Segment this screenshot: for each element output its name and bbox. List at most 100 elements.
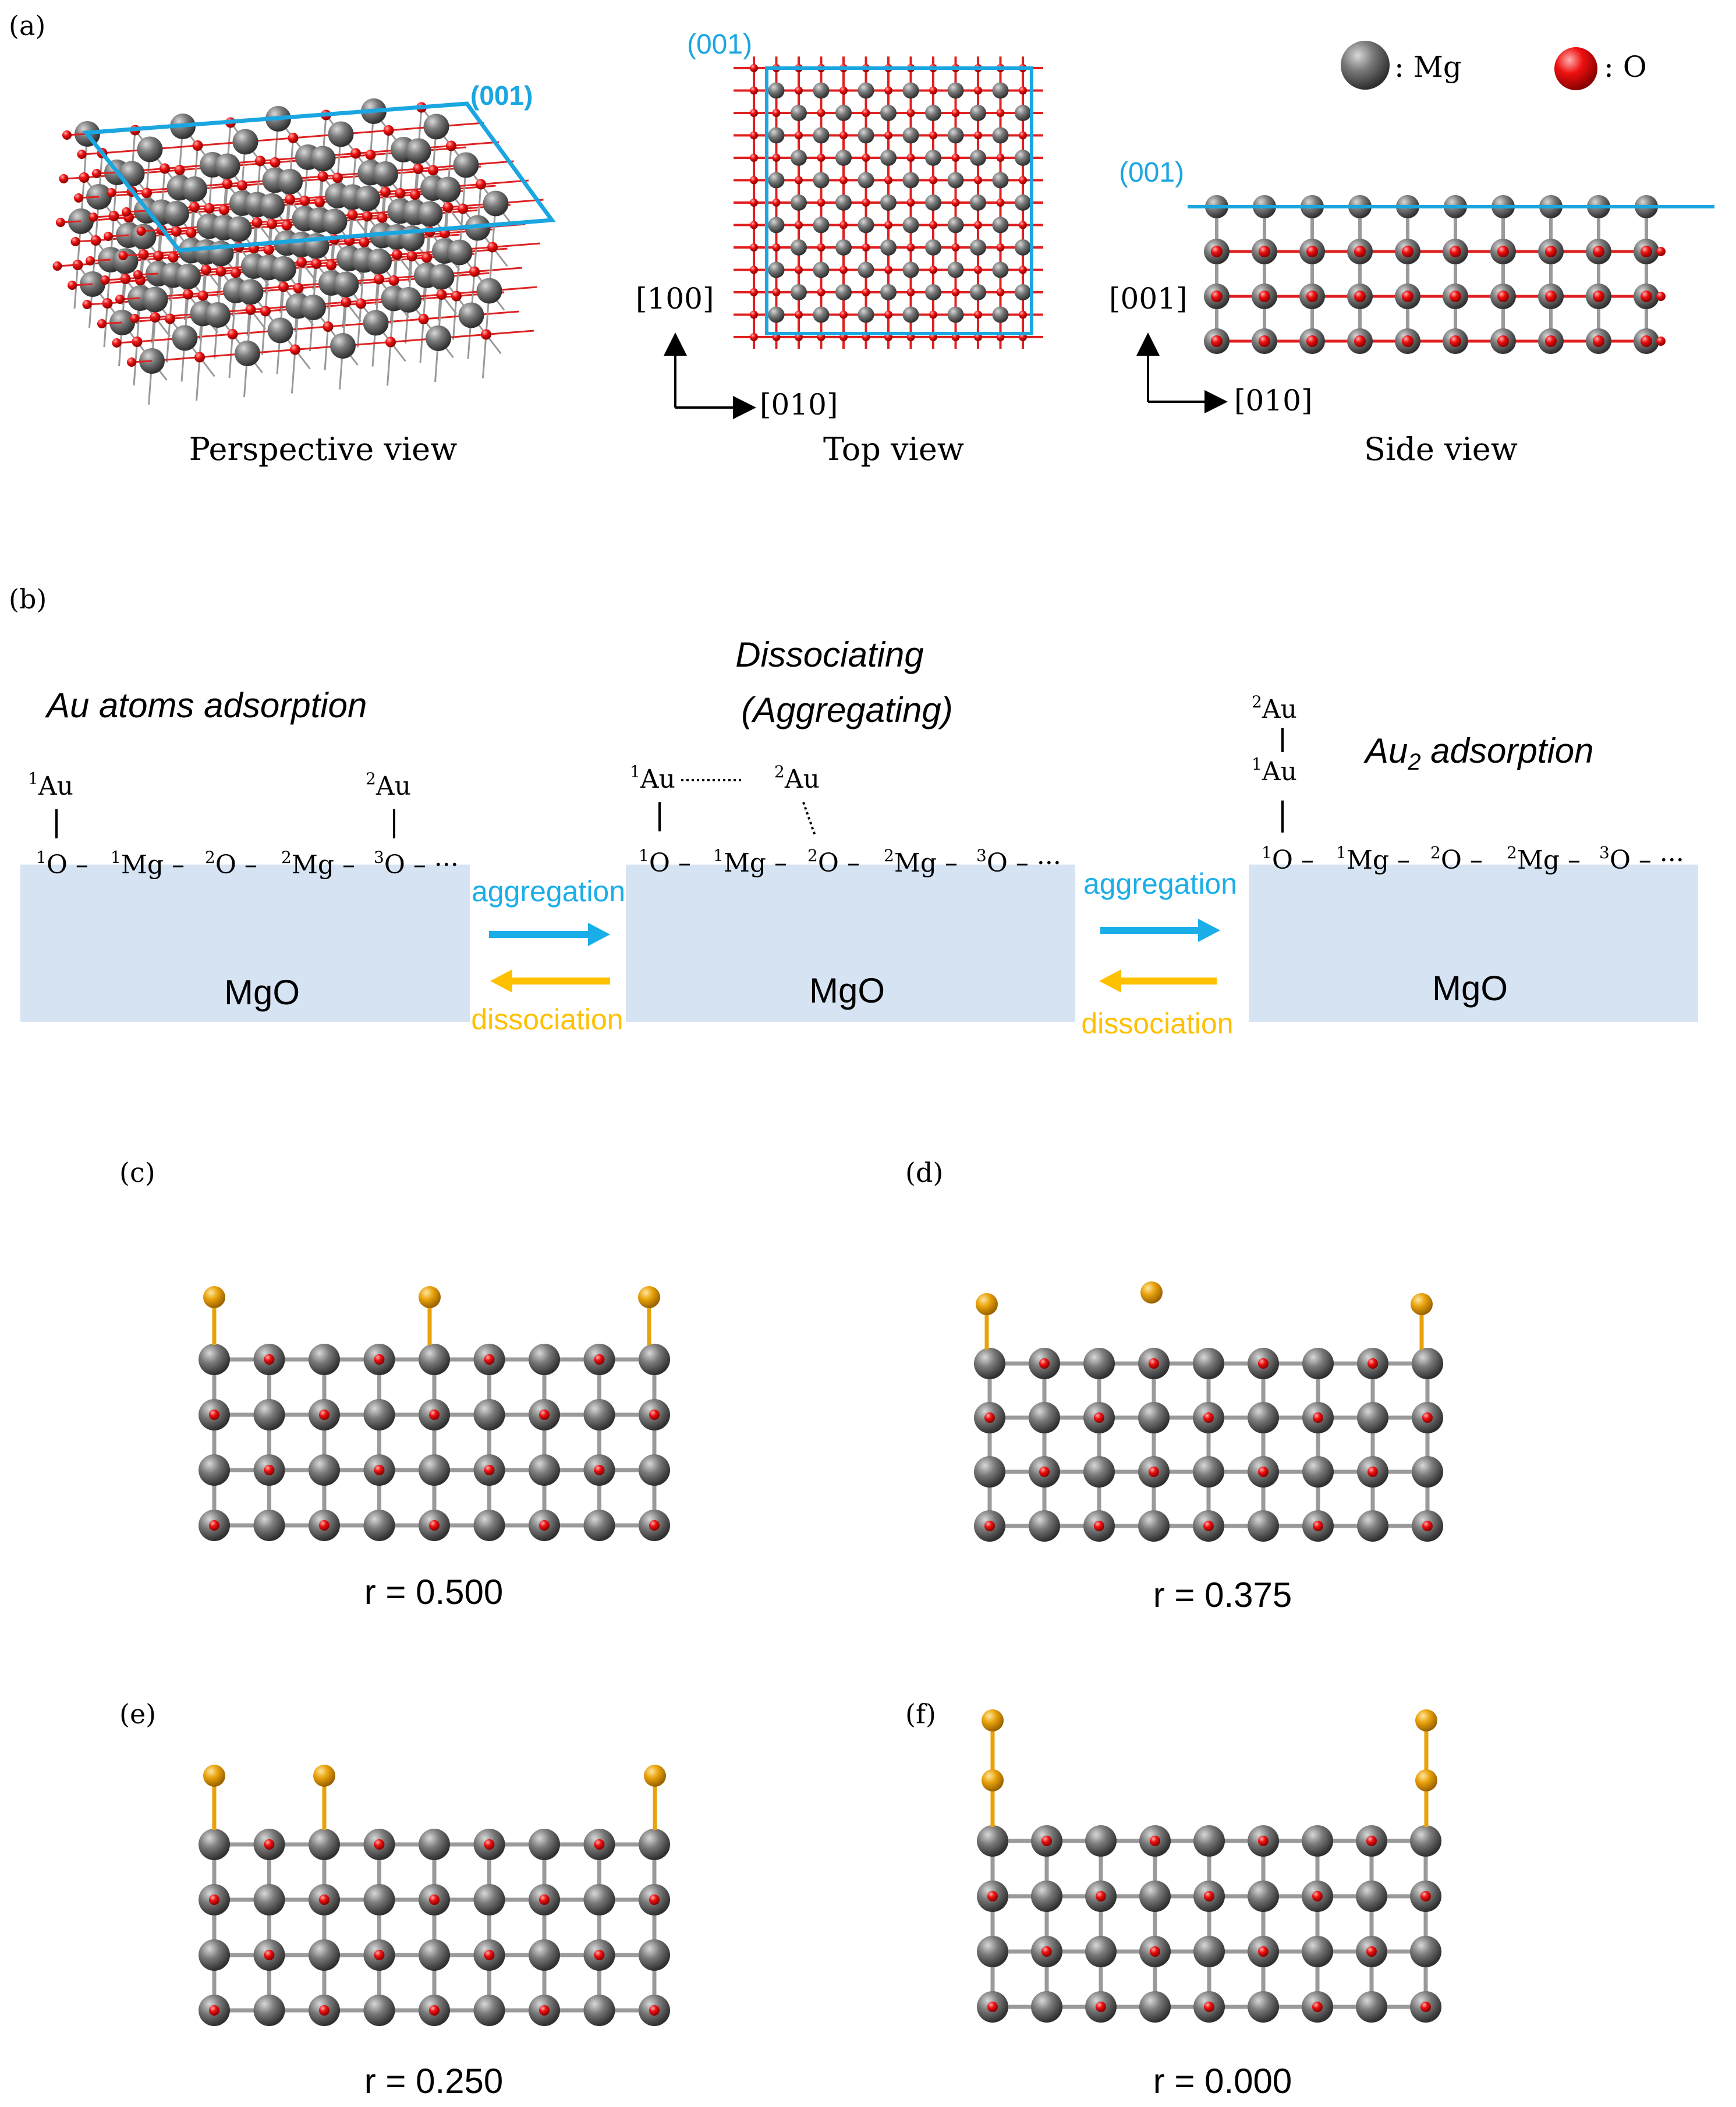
o-atom xyxy=(750,109,758,117)
mg-atom xyxy=(992,127,1009,144)
panel-label-e: (e) xyxy=(119,1698,156,1730)
o-atom xyxy=(88,213,98,222)
o-atom xyxy=(1641,335,1652,347)
o-atom xyxy=(1259,246,1270,257)
bond xyxy=(228,334,233,378)
panel-label-a: (a) xyxy=(9,10,45,41)
o-atom xyxy=(750,243,758,252)
mg-atom xyxy=(925,194,941,211)
mg-atom xyxy=(182,176,207,202)
bond xyxy=(486,330,534,335)
mg-atom xyxy=(267,317,293,344)
o-atom xyxy=(484,1950,495,1960)
mg-atom xyxy=(119,161,145,187)
legend-mg-label: : Mg xyxy=(1394,50,1462,84)
o-atom xyxy=(1402,291,1413,302)
o-atom xyxy=(1545,291,1557,302)
o-atom xyxy=(1203,1412,1214,1423)
o-atom xyxy=(92,169,101,178)
mg-atom xyxy=(417,201,443,227)
mgo-substrate-3 xyxy=(1249,865,1698,1022)
mg-atom xyxy=(1031,1991,1062,2023)
o-atom xyxy=(929,86,937,95)
o-atom xyxy=(1019,131,1027,140)
svg-text:1Au: 1Au xyxy=(630,762,675,794)
o-atom xyxy=(194,352,205,363)
o-atom xyxy=(1149,1467,1159,1477)
mg-atom xyxy=(529,1344,560,1375)
o-atom xyxy=(1593,335,1604,347)
o-atom xyxy=(1258,1946,1269,1957)
au-atom xyxy=(638,1286,660,1308)
o-atom xyxy=(795,221,803,229)
bond xyxy=(261,311,267,355)
mg-atom xyxy=(992,217,1009,233)
stage-title-au2-adsorption: Au2 adsorption xyxy=(1363,731,1594,775)
svg-text:1Au: 1Au xyxy=(28,769,73,801)
slab-r-0250 xyxy=(199,1765,670,2026)
mg-atom xyxy=(858,127,874,144)
o-atom xyxy=(974,86,982,95)
o-atom xyxy=(1420,1891,1431,1901)
mg-atom xyxy=(529,1939,560,1971)
o-atom xyxy=(118,251,128,260)
side-view-plane-label: (001) xyxy=(1119,157,1184,188)
o-atom xyxy=(750,131,758,140)
o-atom xyxy=(996,109,1005,117)
mg-atom xyxy=(355,186,380,211)
o-atom xyxy=(1096,2002,1106,2012)
dissociation-arrowhead-2 xyxy=(1099,969,1121,993)
au-atom xyxy=(1415,1709,1437,1731)
o-atom xyxy=(395,188,406,199)
o-atom xyxy=(772,154,781,162)
mg-atom xyxy=(791,239,807,256)
o-atom xyxy=(245,304,256,315)
mg-atom xyxy=(768,172,785,189)
mg-atom xyxy=(405,138,431,164)
svg-text:2O –: 2O – xyxy=(1430,843,1483,875)
o-atom xyxy=(884,86,892,95)
aggregation-label-1: aggregation xyxy=(472,875,625,908)
o-atom xyxy=(350,148,361,159)
o-atom xyxy=(996,154,1005,162)
mg-atom xyxy=(902,127,919,144)
o-atom xyxy=(1366,1836,1377,1846)
aggregation-arrowhead-2 xyxy=(1198,919,1220,942)
bond xyxy=(324,326,329,371)
o-atom xyxy=(795,131,803,140)
o-atom xyxy=(251,217,263,228)
o-atom xyxy=(293,283,304,293)
mg-atom xyxy=(310,146,336,172)
o-atom xyxy=(136,226,146,236)
mg-atom xyxy=(791,194,807,211)
au-atom xyxy=(982,1709,1004,1731)
o-atom xyxy=(115,295,125,304)
mg-atom xyxy=(253,1884,285,1915)
o-atom xyxy=(165,313,175,324)
perspective-view-caption: Perspective view xyxy=(189,431,458,468)
o-atom xyxy=(1641,246,1652,257)
o-atom xyxy=(951,154,960,162)
mg-atom xyxy=(858,172,874,189)
o-atom xyxy=(974,310,982,319)
o-atom xyxy=(862,288,870,296)
bond xyxy=(291,349,296,394)
svg-text:2Mg –: 2Mg – xyxy=(281,848,355,880)
mg-atom xyxy=(880,150,897,166)
o-atom xyxy=(1039,1467,1050,1477)
o-atom xyxy=(347,210,358,220)
o-atom xyxy=(237,180,247,191)
svg-text:1O –: 1O – xyxy=(639,846,691,878)
mg-atom xyxy=(902,306,919,323)
mg-atom xyxy=(768,217,785,233)
o-atom xyxy=(1203,1521,1214,1531)
mg-atom xyxy=(1410,1825,1441,1857)
mg-atom xyxy=(1302,1456,1334,1488)
o-atom xyxy=(288,133,299,143)
mg-atom xyxy=(902,217,919,233)
o-atom xyxy=(183,289,193,300)
mg-atom xyxy=(458,302,484,328)
o-atom xyxy=(442,202,454,213)
o-atom xyxy=(1593,291,1604,302)
o-atom xyxy=(59,174,69,183)
